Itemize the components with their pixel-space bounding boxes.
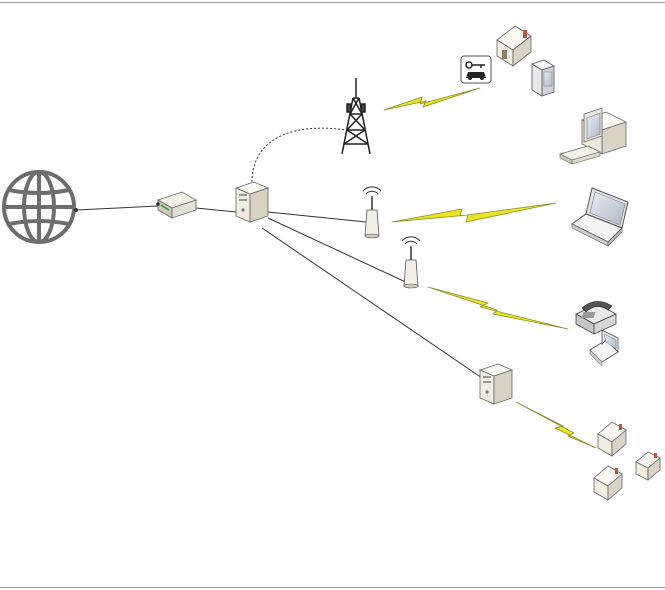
connections [76,128,482,378]
houses-icon [594,422,660,500]
link-server-ap1 [268,212,366,222]
server-icon [236,182,268,222]
modem-icon [156,192,196,218]
globe-port-dot [74,208,78,212]
server-icon [480,364,512,404]
desktop-computer-icon [560,108,626,164]
house-icon [497,26,531,66]
lightning-bolt-relay [516,402,596,448]
globe-icon [4,172,74,242]
cell-tower-icon [342,78,370,154]
wireless-access-point-icon [402,237,420,288]
link-server-tower-dotted [252,128,346,186]
lightning-bolt-ap1 [392,203,556,222]
lightning-bolt-ap2 [428,287,568,329]
mobile-phone-icon [532,60,554,96]
link-server-ap2 [268,218,412,285]
link-server-relay [262,228,482,378]
lightning-bolt-tower [384,88,480,110]
link-modem-server [196,208,236,212]
wireless-access-point-icon [363,187,381,238]
laptop-icon [572,188,628,246]
car-key-icon [461,56,491,83]
link-internet-modem [76,206,158,210]
telephone-laptop-icon [576,301,618,366]
